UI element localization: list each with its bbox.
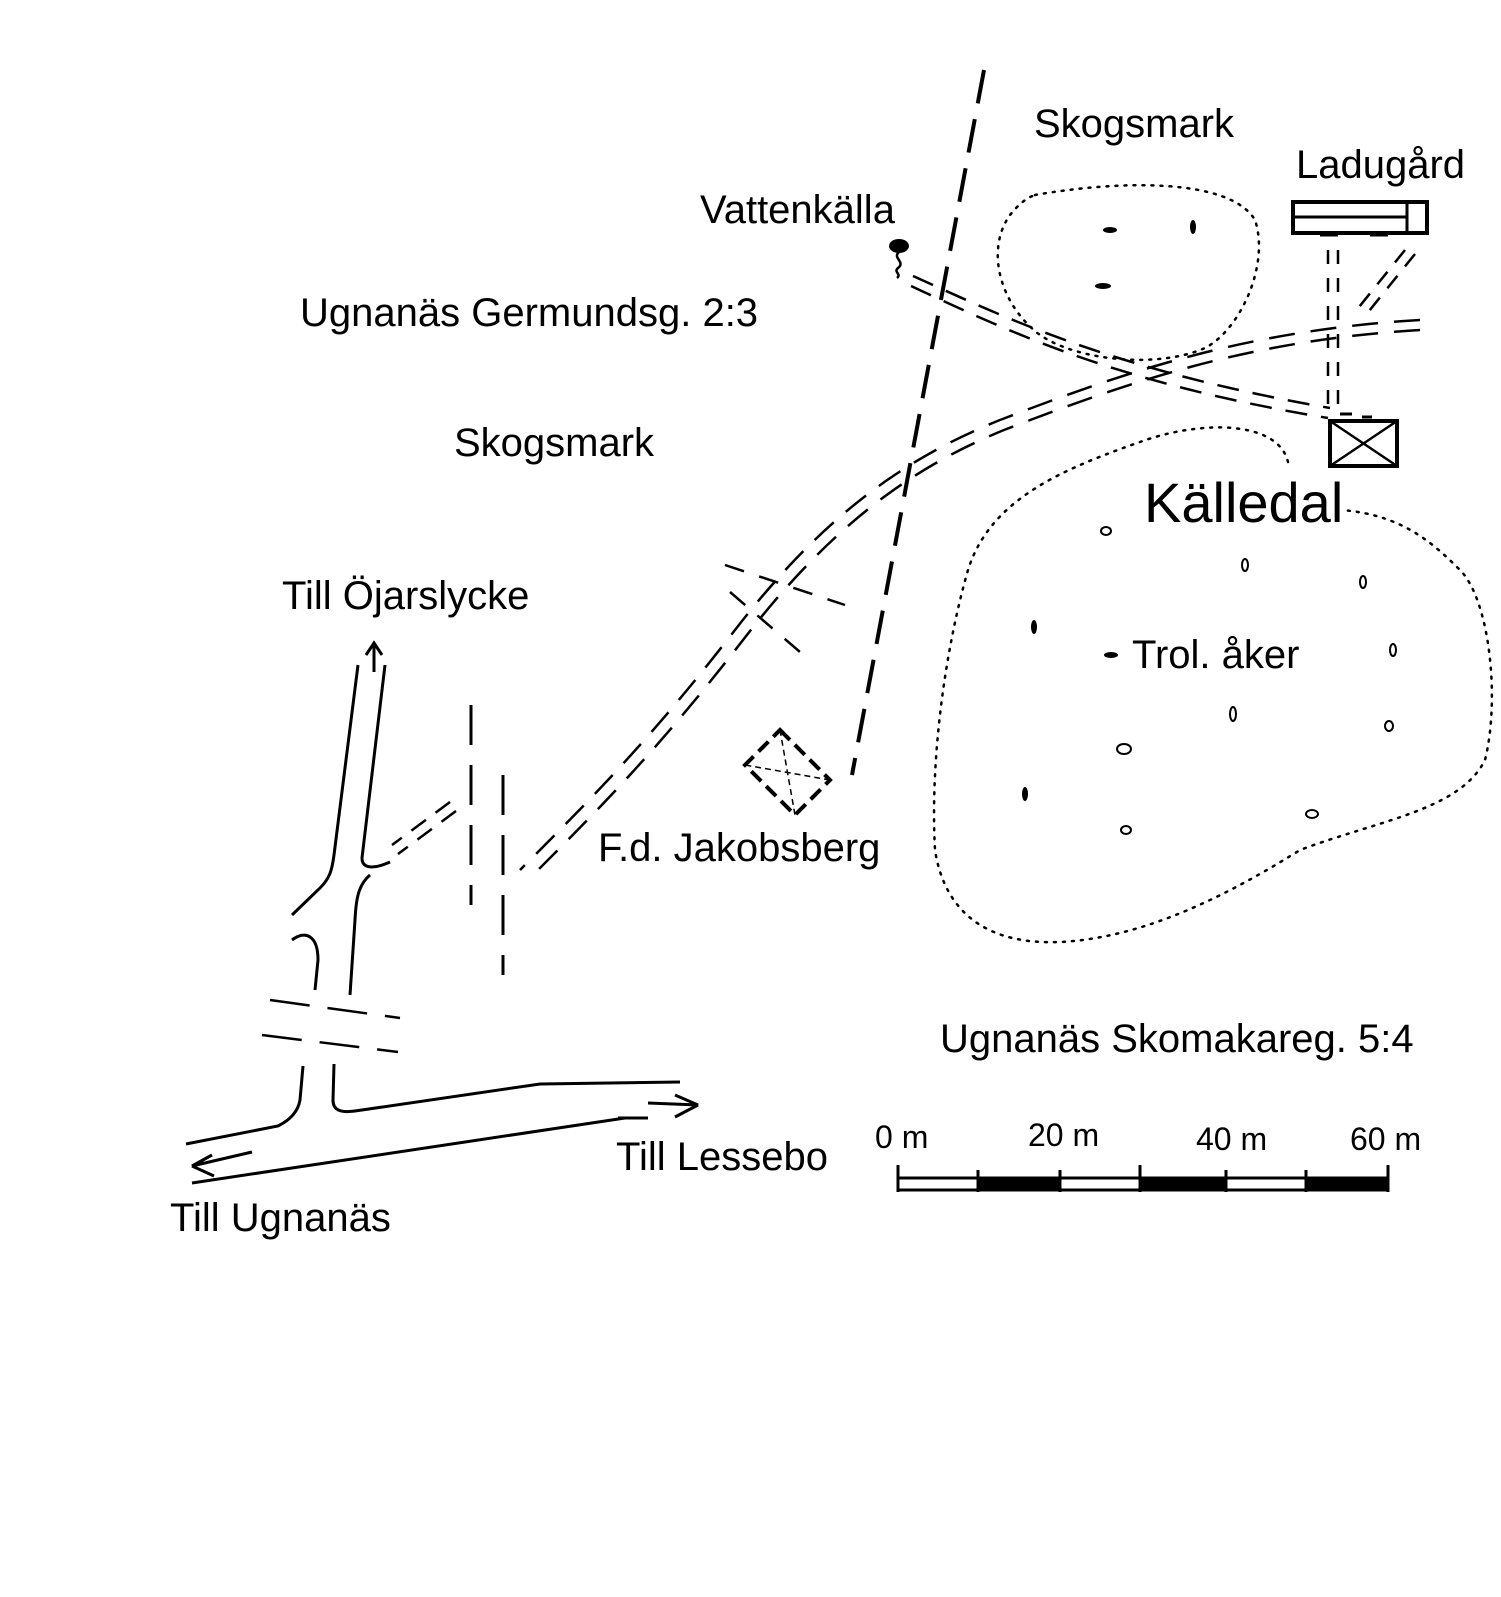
- house-icon: [1328, 412, 1399, 468]
- label-germundsg: Ugnanäs Germundsg. 2:3: [300, 291, 758, 335]
- label-till-lessebo: Till Lessebo: [616, 1135, 828, 1179]
- label-skomakareg: Ugnanäs Skomakareg. 5:4: [940, 1017, 1414, 1061]
- label-vattenkalla: Vattenkälla: [700, 188, 896, 232]
- spring-icon: [889, 239, 909, 279]
- arrow-west-icon: [191, 1150, 253, 1178]
- road-north: [290, 664, 391, 996]
- former-house-icon: [742, 727, 833, 818]
- road-main: [185, 1063, 681, 1185]
- label-trol-aker: Trol. åker: [1132, 633, 1299, 677]
- arrow-east-icon: [618, 1093, 699, 1120]
- scale-tick-label: 60 m: [1350, 1121, 1421, 1157]
- scale-bar: 0 m 20 m 40 m 60 m: [875, 1117, 1421, 1192]
- label-till-ojarslycke: Till Öjarslycke: [282, 574, 529, 618]
- barn-icon: [1291, 200, 1429, 237]
- label-kalledal: Källedal: [1144, 471, 1343, 534]
- path-main-track: [519, 318, 1421, 881]
- label-ladugard: Ladugård: [1296, 143, 1465, 187]
- label-fd-jakobsberg: F.d. Jakobsberg: [598, 826, 880, 870]
- label-skogsmark-north: Skogsmark: [1034, 102, 1235, 146]
- property-boundary: [850, 69, 986, 776]
- arrow-north-icon: [364, 640, 384, 672]
- path-to-road: [391, 800, 457, 856]
- path-spring-to-house: [910, 274, 1331, 420]
- path-crossing-marks: [724, 563, 846, 653]
- road-crossing-marks: [261, 998, 401, 1054]
- field-markers: [1022, 220, 1397, 835]
- label-till-ugnanas: Till Ugnanäs: [170, 1196, 391, 1240]
- forest-enclosure-north: [996, 183, 1261, 362]
- scale-tick-label: 40 m: [1196, 1121, 1267, 1157]
- label-skogsmark-west: Skogsmark: [454, 421, 655, 465]
- scale-tick-label: 20 m: [1028, 1117, 1099, 1153]
- path-barn-diagonal: [1354, 249, 1416, 317]
- scale-tick-label: 0 m: [875, 1119, 928, 1155]
- path-barn-to-house: [1326, 250, 1340, 410]
